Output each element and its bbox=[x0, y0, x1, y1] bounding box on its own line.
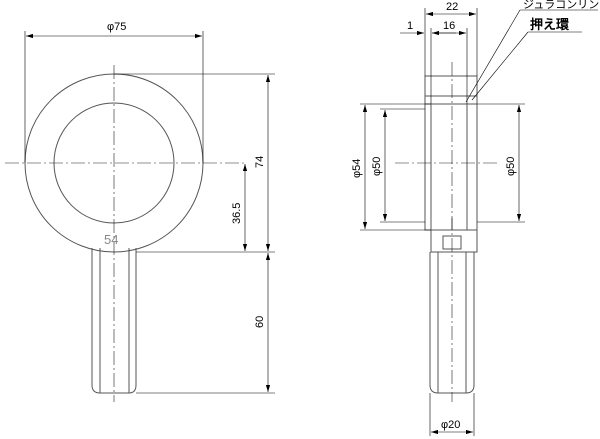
label-osaekan: 押え環 bbox=[530, 17, 570, 33]
lower-flange-outline bbox=[430, 229, 478, 253]
dim-text-74: 74 bbox=[254, 156, 266, 168]
leader-line-ring bbox=[465, 9, 521, 103]
dim-text-phi54: φ54 bbox=[351, 159, 363, 178]
dim-text-36-5: 36.5 bbox=[231, 203, 243, 224]
dim-text-phi75: φ75 bbox=[107, 21, 126, 33]
dim-text-phi50-left: φ50 bbox=[371, 157, 383, 176]
top-cap-outline bbox=[424, 75, 478, 105]
dim-text-1: 1 bbox=[407, 20, 413, 32]
front-view: 54 φ75 74 36.5 60 bbox=[5, 21, 275, 402]
dim-text-phi20: φ20 bbox=[441, 419, 460, 431]
engraving-text: 54 bbox=[104, 232, 118, 247]
barrel-outline bbox=[424, 103, 478, 231]
dim-text-60: 60 bbox=[254, 316, 266, 328]
dim-text-phi50-right: φ50 bbox=[505, 157, 517, 176]
dim-text-22: 22 bbox=[446, 1, 458, 13]
dim-text-16: 16 bbox=[443, 20, 455, 32]
side-view: 22 16 1 φ54 φ50 φ50 φ20 ジュラコンリング 押え環 bbox=[351, 0, 600, 436]
label-jurakon-ring: ジュラコンリング bbox=[523, 0, 600, 11]
handle-outline bbox=[91, 248, 137, 394]
leader-line-retainer bbox=[471, 31, 529, 101]
